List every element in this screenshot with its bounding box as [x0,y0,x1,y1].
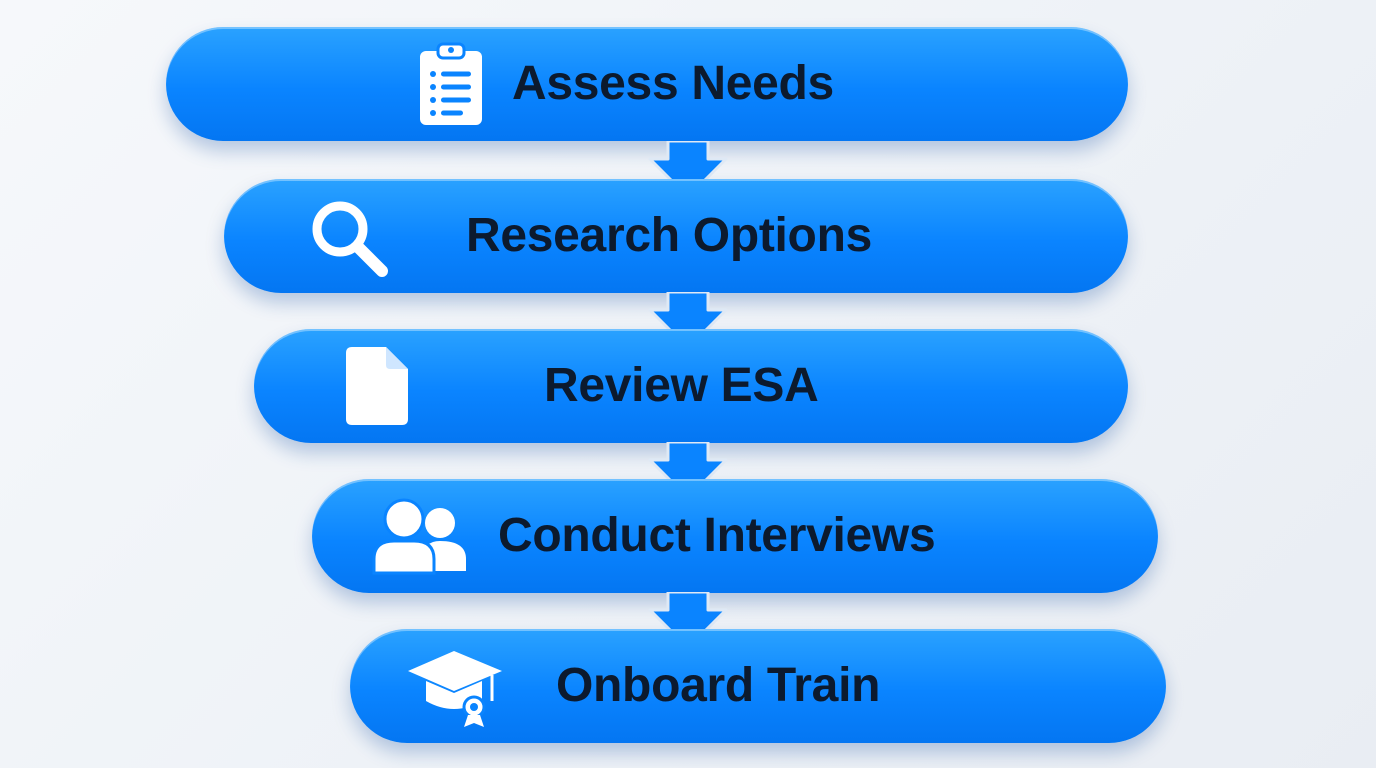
document-icon [346,347,410,427]
step-research-options[interactable]: Research Options [224,179,1128,293]
magnifier-icon [308,197,390,279]
step-label: Review ESA [544,359,819,412]
graduation-cap-icon [406,645,506,729]
step-review-esa[interactable]: Review ESA [254,329,1128,443]
step-onboard-train[interactable]: Onboard Train [350,629,1166,743]
users-icon [372,497,470,577]
step-label: Assess Needs [512,57,834,110]
step-label: Onboard Train [556,659,881,712]
step-label: Conduct Interviews [498,509,936,562]
step-label: Research Options [466,209,872,262]
clipboard-icon [418,41,484,127]
down-arrow-icon [648,141,728,199]
step-conduct-interviews[interactable]: Conduct Interviews [312,479,1158,593]
step-assess-needs[interactable]: Assess Needs [166,27,1128,141]
